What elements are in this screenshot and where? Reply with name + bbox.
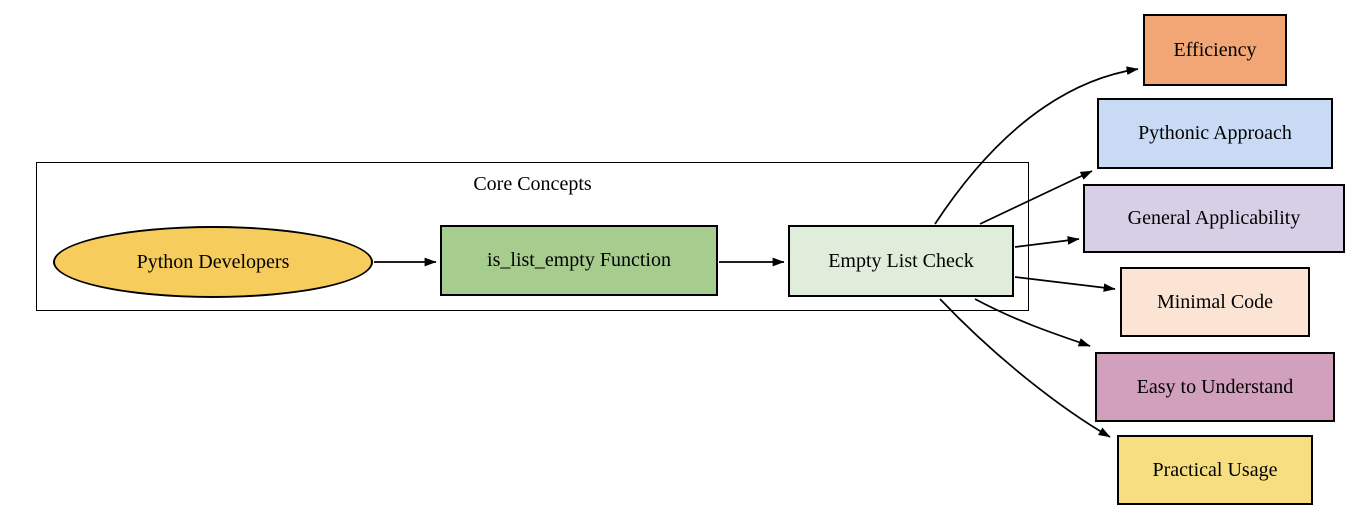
node-easy-to-understand: Easy to Understand (1095, 352, 1335, 422)
edge-check-to-practical (939, 298, 1111, 438)
core-concepts-cluster-label: Core Concepts (473, 173, 592, 195)
core-concepts-cluster-frame (36, 162, 1029, 311)
edge-check-to-general (1014, 236, 1080, 248)
node-efficiency: Efficiency (1143, 14, 1287, 86)
node-minimal-code: Minimal Code (1120, 267, 1310, 337)
edge-check-to-easy (974, 298, 1091, 347)
edge-check-to-pythonic (979, 170, 1093, 225)
node-empty-list-check: Empty List Check (788, 225, 1014, 297)
node-python-developers: Python Developers (53, 226, 373, 298)
edge-check-to-efficiency (934, 66, 1139, 225)
edge-check-to-minimal (1014, 276, 1116, 292)
node-practical-usage: Practical Usage (1117, 435, 1313, 505)
node-general-applicability: General Applicability (1083, 184, 1345, 253)
node-is-list-empty-function: is_list_empty Function (440, 225, 718, 296)
node-pythonic-approach: Pythonic Approach (1097, 98, 1333, 169)
